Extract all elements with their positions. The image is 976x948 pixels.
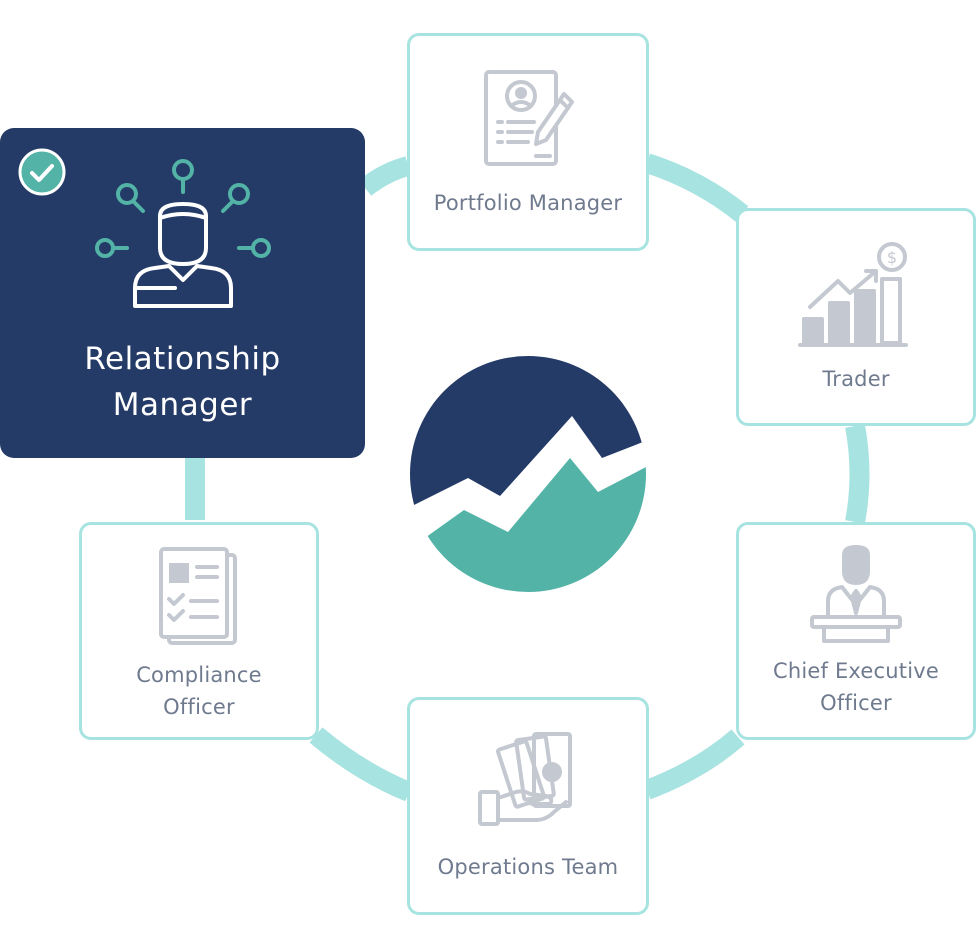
rising-bar-chart-dollar-icon: $ [798,242,908,347]
role-card-compliance-officer[interactable]: Compliance Officer [79,522,319,740]
profile-document-pen-icon [484,70,574,166]
mountain-chart-logo-icon [410,356,646,592]
role-card-chief-executive-officer[interactable]: Chief Executive Officer [736,522,976,740]
role-label: Chief Executive Officer [772,659,940,715]
check-circle-icon [18,148,66,196]
role-label: Trader [822,367,890,391]
hand-holding-cash-icon [478,732,572,826]
role-label: Portfolio Manager [433,191,623,215]
role-label: Compliance Officer [136,663,262,719]
svg-text:$: $ [887,248,897,267]
checklist-document-icon [159,547,237,645]
role-card-operations-team[interactable]: Operations Team [407,697,649,915]
role-card-portfolio-manager[interactable]: Portfolio Manager [407,33,649,251]
speaker-at-podium-icon [810,545,902,643]
role-card-trader[interactable]: $ Trader [736,208,976,426]
person-with-search-nodes-icon [94,159,271,308]
role-label: Relationship Manager [84,341,281,423]
role-label: Operations Team [437,855,619,879]
